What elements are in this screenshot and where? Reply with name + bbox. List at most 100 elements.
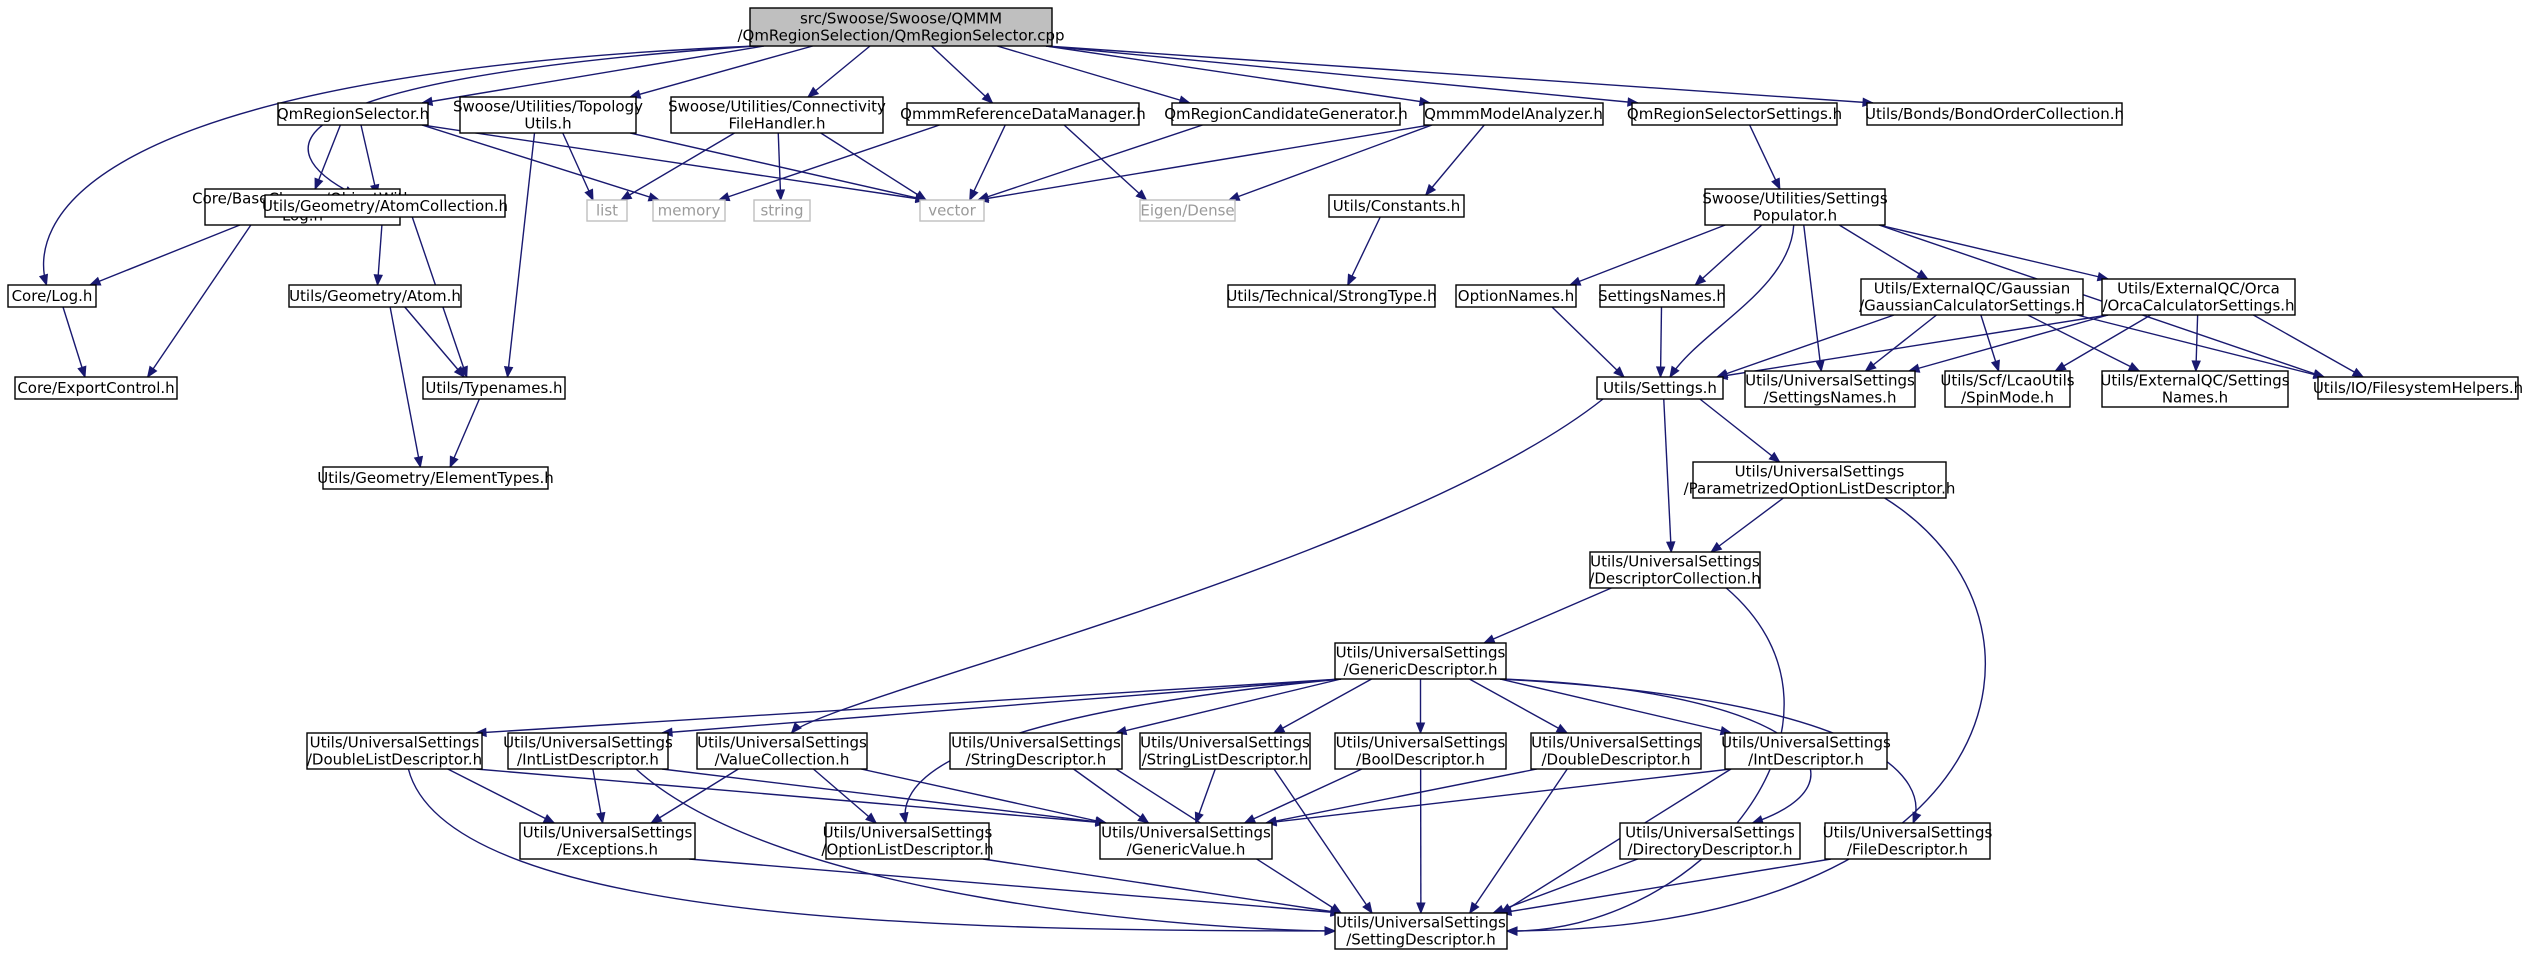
node-label: Core/Log.h [12,287,93,305]
node-optlist[interactable]: Utils/UniversalSettings/OptionListDescri… [821,822,994,860]
node-usnames[interactable]: Utils/UniversalSettings/SettingsNames.h [1744,370,1916,408]
node-label: Utils/UniversalSettings [1336,914,1506,932]
node-genval[interactable]: Utils/UniversalSettings/GenericValue.h [1099,822,1273,860]
edge-exc-to-settdesc [688,858,1343,917]
edge-qrs-to-memory [421,124,661,202]
node-paramopt[interactable]: Utils/UniversalSettings/ParametrizedOpti… [1684,461,1956,499]
node-qmodel[interactable]: QmmmModelAnalyzer.h [1423,102,1604,126]
node-conn[interactable]: Swoose/Utilities/ConnectivityFileHandler… [668,96,886,134]
node-log[interactable]: Core/Log.h [7,284,97,308]
edge-line [1425,124,1485,196]
node-eqcnames[interactable]: Utils/ExternalQC/SettingsNames.h [2100,370,2290,408]
node-label: /FileDescriptor.h [1847,841,1968,859]
arrowhead [1362,901,1373,915]
edge-line [1694,224,1763,286]
node-qsett[interactable]: QmRegionSelectorSettings.h [1627,102,1842,126]
node-orca[interactable]: Utils/ExternalQC/Orca/OrcaCalculatorSett… [2101,278,2296,316]
node-string[interactable]: string [753,199,811,222]
edge-line [1115,678,1342,734]
edge-line [969,124,1006,201]
edge-line [650,768,739,824]
node-setn[interactable]: SettingsNames.h [1598,284,1726,308]
node-dbldesc[interactable]: Utils/UniversalSettings/DoubleDescriptor… [1530,732,1702,770]
node-memory[interactable]: memory [652,199,726,222]
node-box [652,199,726,222]
edge-settpop-to-usnames [1803,224,1825,373]
edge-line [421,124,927,201]
node-export[interactable]: Core/ExportControl.h [14,376,178,400]
arrowhead [2054,361,2067,372]
node-const[interactable]: Utils/Constants.h [1328,194,1465,218]
edge-const-to-strong [1347,216,1381,287]
node-box [586,199,628,222]
node-strdesc[interactable]: Utils/UniversalSettings/StringDescriptor… [949,732,1123,770]
node-intlist[interactable]: Utils/UniversalSettings/IntListDescripto… [503,732,673,770]
node-dirdesc[interactable]: Utils/UniversalSettings/DirectoryDescrip… [1619,822,1801,860]
node-label: /StringDescriptor.h [966,751,1107,769]
node-root[interactable]: src/Swoose/Swoose/QMMM/QmRegionSelection… [737,7,1065,47]
arrowhead [77,365,87,379]
node-list[interactable]: list [586,199,628,222]
node-intdesc[interactable]: Utils/UniversalSettings/IntDescriptor.h [1721,732,1891,770]
node-qrs[interactable]: QmRegionSelector.h [277,102,429,126]
node-elem[interactable]: Utils/Geometry/ElementTypes.h [317,466,554,490]
node-gendesc[interactable]: Utils/UniversalSettings/GenericDescripto… [1334,642,1507,680]
node-label: /ParametrizedOptionListDescriptor.h [1684,480,1956,498]
arrowhead [1864,360,1877,372]
arrowhead [1416,902,1426,915]
arrowhead [1568,276,1582,286]
node-fsh[interactable]: Utils/IO/FilesystemHelpers.h [2313,376,2523,400]
node-filedesc[interactable]: Utils/UniversalSettings/FileDescriptor.h [1823,822,1993,860]
node-desccoll[interactable]: Utils/UniversalSettings/DescriptorCollec… [1589,551,1761,589]
node-qref[interactable]: QmmmReferenceDataManager.h [900,102,1146,126]
edge-valcoll-to-optlist [812,768,878,824]
arrowhead [1424,183,1437,197]
arrowhead [88,276,102,286]
node-optn[interactable]: OptionNames.h [1455,284,1577,308]
edge-line [661,678,1342,734]
node-label: Utils/UniversalSettings [1140,734,1310,752]
node-usett[interactable]: Utils/Settings.h [1596,376,1724,400]
edge-settpop-to-orca [1878,224,2110,282]
edge-line [1710,497,1784,553]
node-box [949,732,1123,770]
node-label: Swoose/Utilities/Connectivity [668,98,886,116]
arrowhead [2351,367,2365,378]
node-label: Utils/UniversalSettings [1735,463,1905,481]
node-vector[interactable]: vector [919,199,985,222]
node-spin[interactable]: Utils/Scf/LcaoUtils/SpinMode.h [1940,370,2075,408]
edge-line [2076,314,2325,378]
edge-root-to-qref [931,45,994,104]
node-label: /DescriptorCollection.h [1589,570,1760,588]
node-bond[interactable]: Utils/Bonds/BondOrderCollection.h [1865,102,2124,126]
node-booldesc[interactable]: Utils/UniversalSettings/BoolDescriptor.h [1334,732,1507,770]
node-atomcoll[interactable]: Utils/Geometry/AtomCollection.h [262,194,508,218]
edge-line [314,124,342,190]
edge-gauss-to-fsh [2076,314,2326,380]
node-label: /StringListDescriptor.h [1142,751,1309,769]
node-strong[interactable]: Utils/Technical/StrongType.h [1226,284,1437,308]
node-exc[interactable]: Utils/UniversalSettings/Exceptions.h [519,822,696,860]
edge-valcoll-to-genval [860,768,1108,826]
node-label: Utils/ExternalQC/Settings [2100,372,2289,390]
arrowhead [453,365,466,379]
node-settdesc[interactable]: Utils/UniversalSettings/SettingDescripto… [1334,912,1508,950]
edge-desccoll-to-gendesc [1482,587,1612,644]
node-gauss[interactable]: Utils/ExternalQC/Gaussian/GaussianCalcul… [1859,278,2085,316]
edge-settpop-to-setn [1694,224,1763,286]
edge-strdesc-to-genval [1073,768,1150,824]
edge-line [1045,45,1431,104]
node-eigen[interactable]: Eigen/Dense [1139,199,1236,222]
node-label: Names.h [2162,389,2228,407]
edge-atomcoll-to-atom [373,216,384,287]
node-valcoll[interactable]: Utils/UniversalSettings/ValueCollection.… [696,732,868,770]
node-dbllist[interactable]: Utils/UniversalSettings/DoubleListDescri… [306,732,483,770]
node-strlist[interactable]: Utils/UniversalSettings/StringListDescri… [1139,732,1311,770]
node-atom[interactable]: Utils/Geometry/Atom.h [288,284,462,308]
node-label: Utils/Bonds/BondOrderCollection.h [1865,105,2124,123]
node-typen[interactable]: Utils/Typenames.h [422,376,566,400]
node-qcand[interactable]: QmRegionCandidateGenerator.h [1164,102,1408,126]
arrowhead [1272,723,1286,734]
